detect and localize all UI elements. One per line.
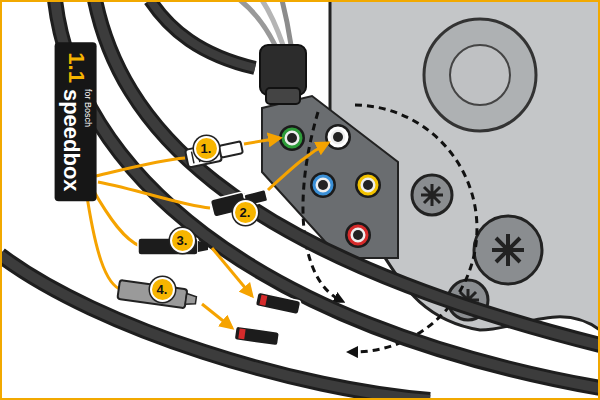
callout-number: 1. xyxy=(201,142,212,155)
dashed-outline xyxy=(352,105,477,352)
callout-badge: 3. xyxy=(170,228,195,253)
callout-badge: 1. xyxy=(194,136,219,161)
wire xyxy=(86,158,210,290)
callout-number: 4. xyxy=(157,283,168,296)
model-number: 1.1 xyxy=(64,52,86,83)
callout-badge: 2. xyxy=(233,200,258,225)
insert-arrow xyxy=(202,138,328,328)
plug-connector xyxy=(117,138,301,346)
callout-number: 3. xyxy=(177,234,188,247)
callout-number: 2. xyxy=(240,206,251,219)
product-subtitle: for Bosch xyxy=(81,89,91,192)
callout-badge: 4. xyxy=(150,277,175,302)
product-name: speedbox xyxy=(59,89,81,192)
device-label: 1.1 speedboxfor Bosch xyxy=(54,42,96,201)
main-plug xyxy=(240,0,306,104)
